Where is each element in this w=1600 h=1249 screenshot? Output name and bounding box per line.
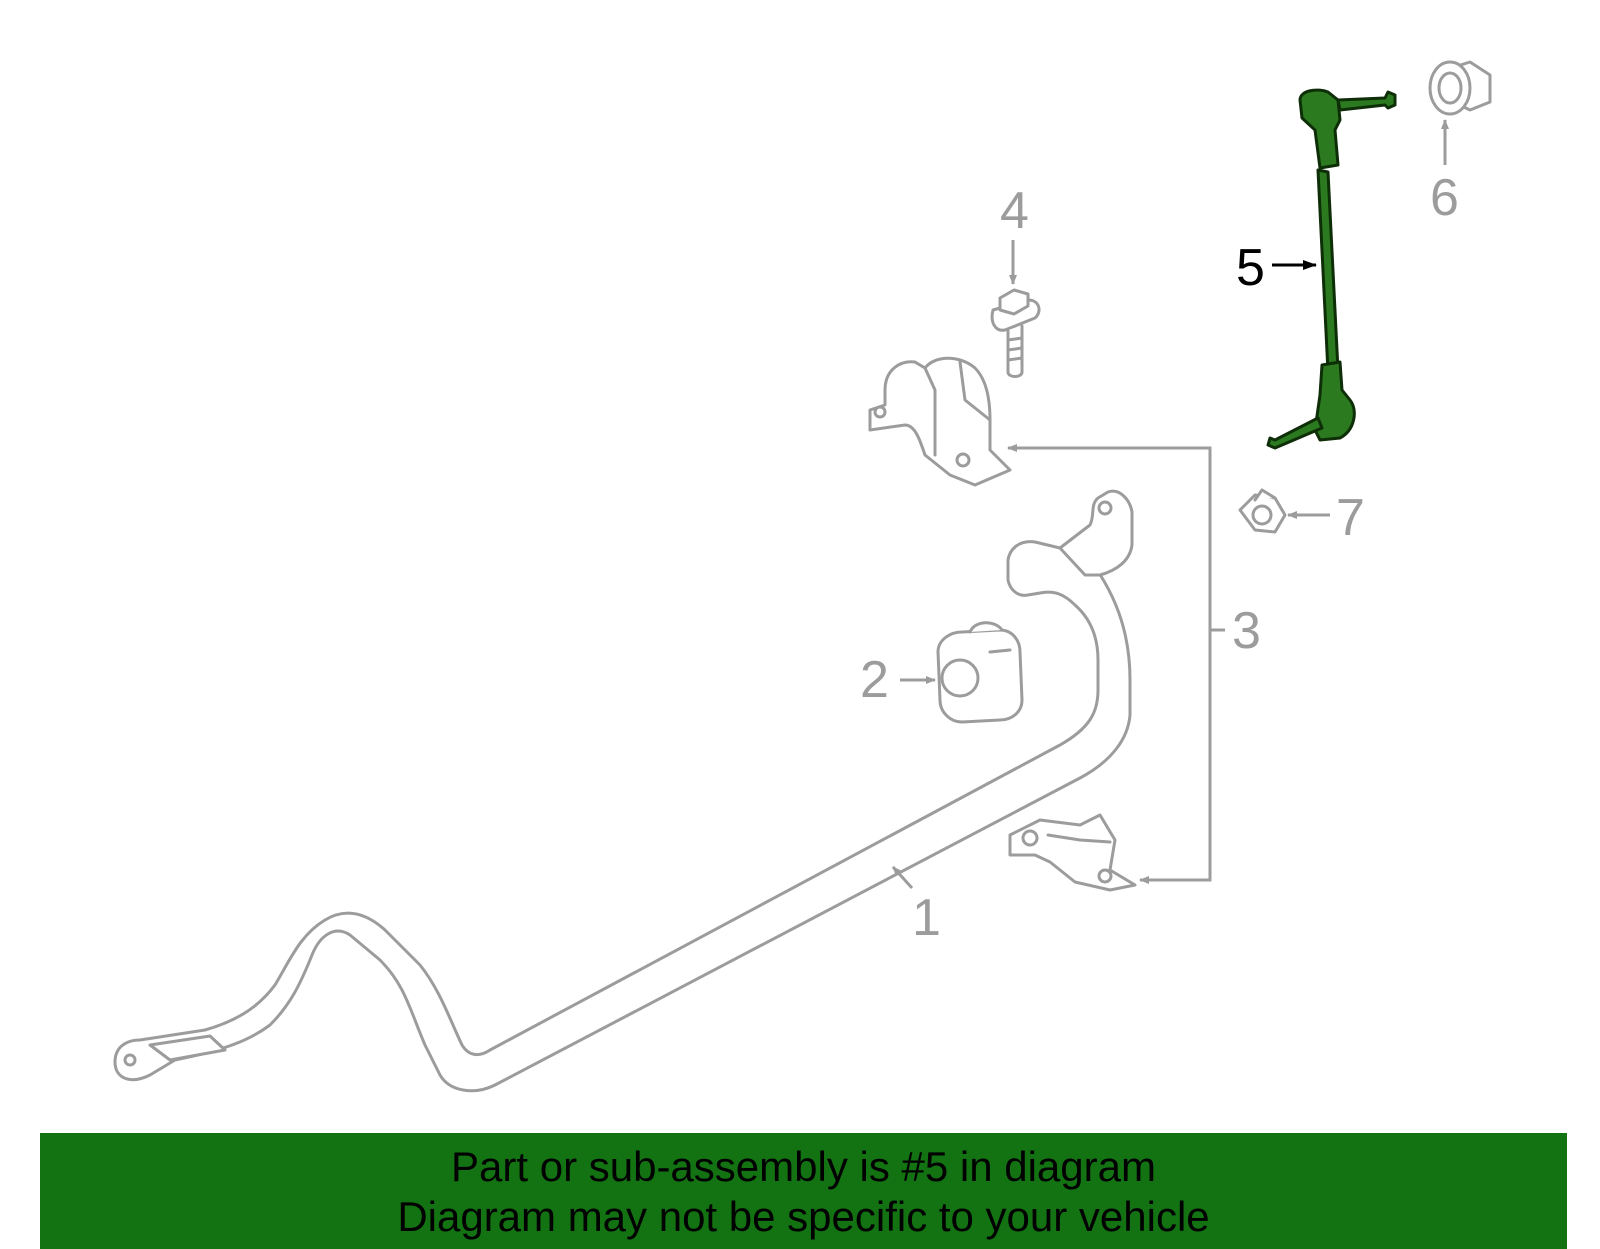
callout-6: 6 bbox=[1430, 169, 1459, 227]
flange-bolt[interactable] bbox=[990, 288, 1041, 378]
flange-nut[interactable] bbox=[1428, 60, 1492, 116]
callout-5: 5 bbox=[1236, 239, 1265, 297]
stabilizer-link[interactable] bbox=[1266, 88, 1397, 450]
stabilizer-bushing[interactable] bbox=[936, 621, 1024, 724]
info-banner: Part or sub-assembly is #5 in diagram Di… bbox=[40, 1133, 1567, 1249]
bushing-bracket-upper[interactable] bbox=[868, 356, 1012, 487]
lock-nut[interactable] bbox=[1238, 488, 1287, 534]
banner-line-2: Diagram may not be specific to your vehi… bbox=[397, 1193, 1210, 1240]
banner-line-1: Part or sub-assembly is #5 in diagram bbox=[451, 1143, 1156, 1190]
leader-line-3c bbox=[1145, 630, 1212, 882]
callout-2: 2 bbox=[860, 651, 889, 709]
callout-1: 1 bbox=[912, 889, 941, 947]
callout-7: 7 bbox=[1336, 489, 1365, 547]
bushing-bracket-lower[interactable] bbox=[1008, 813, 1137, 892]
leader-line-3 bbox=[1012, 446, 1225, 632]
leader-line-1 bbox=[891, 865, 914, 890]
stabilizer-bar[interactable] bbox=[113, 489, 1134, 1093]
callout-3: 3 bbox=[1232, 602, 1261, 660]
callout-4: 4 bbox=[1000, 182, 1029, 240]
